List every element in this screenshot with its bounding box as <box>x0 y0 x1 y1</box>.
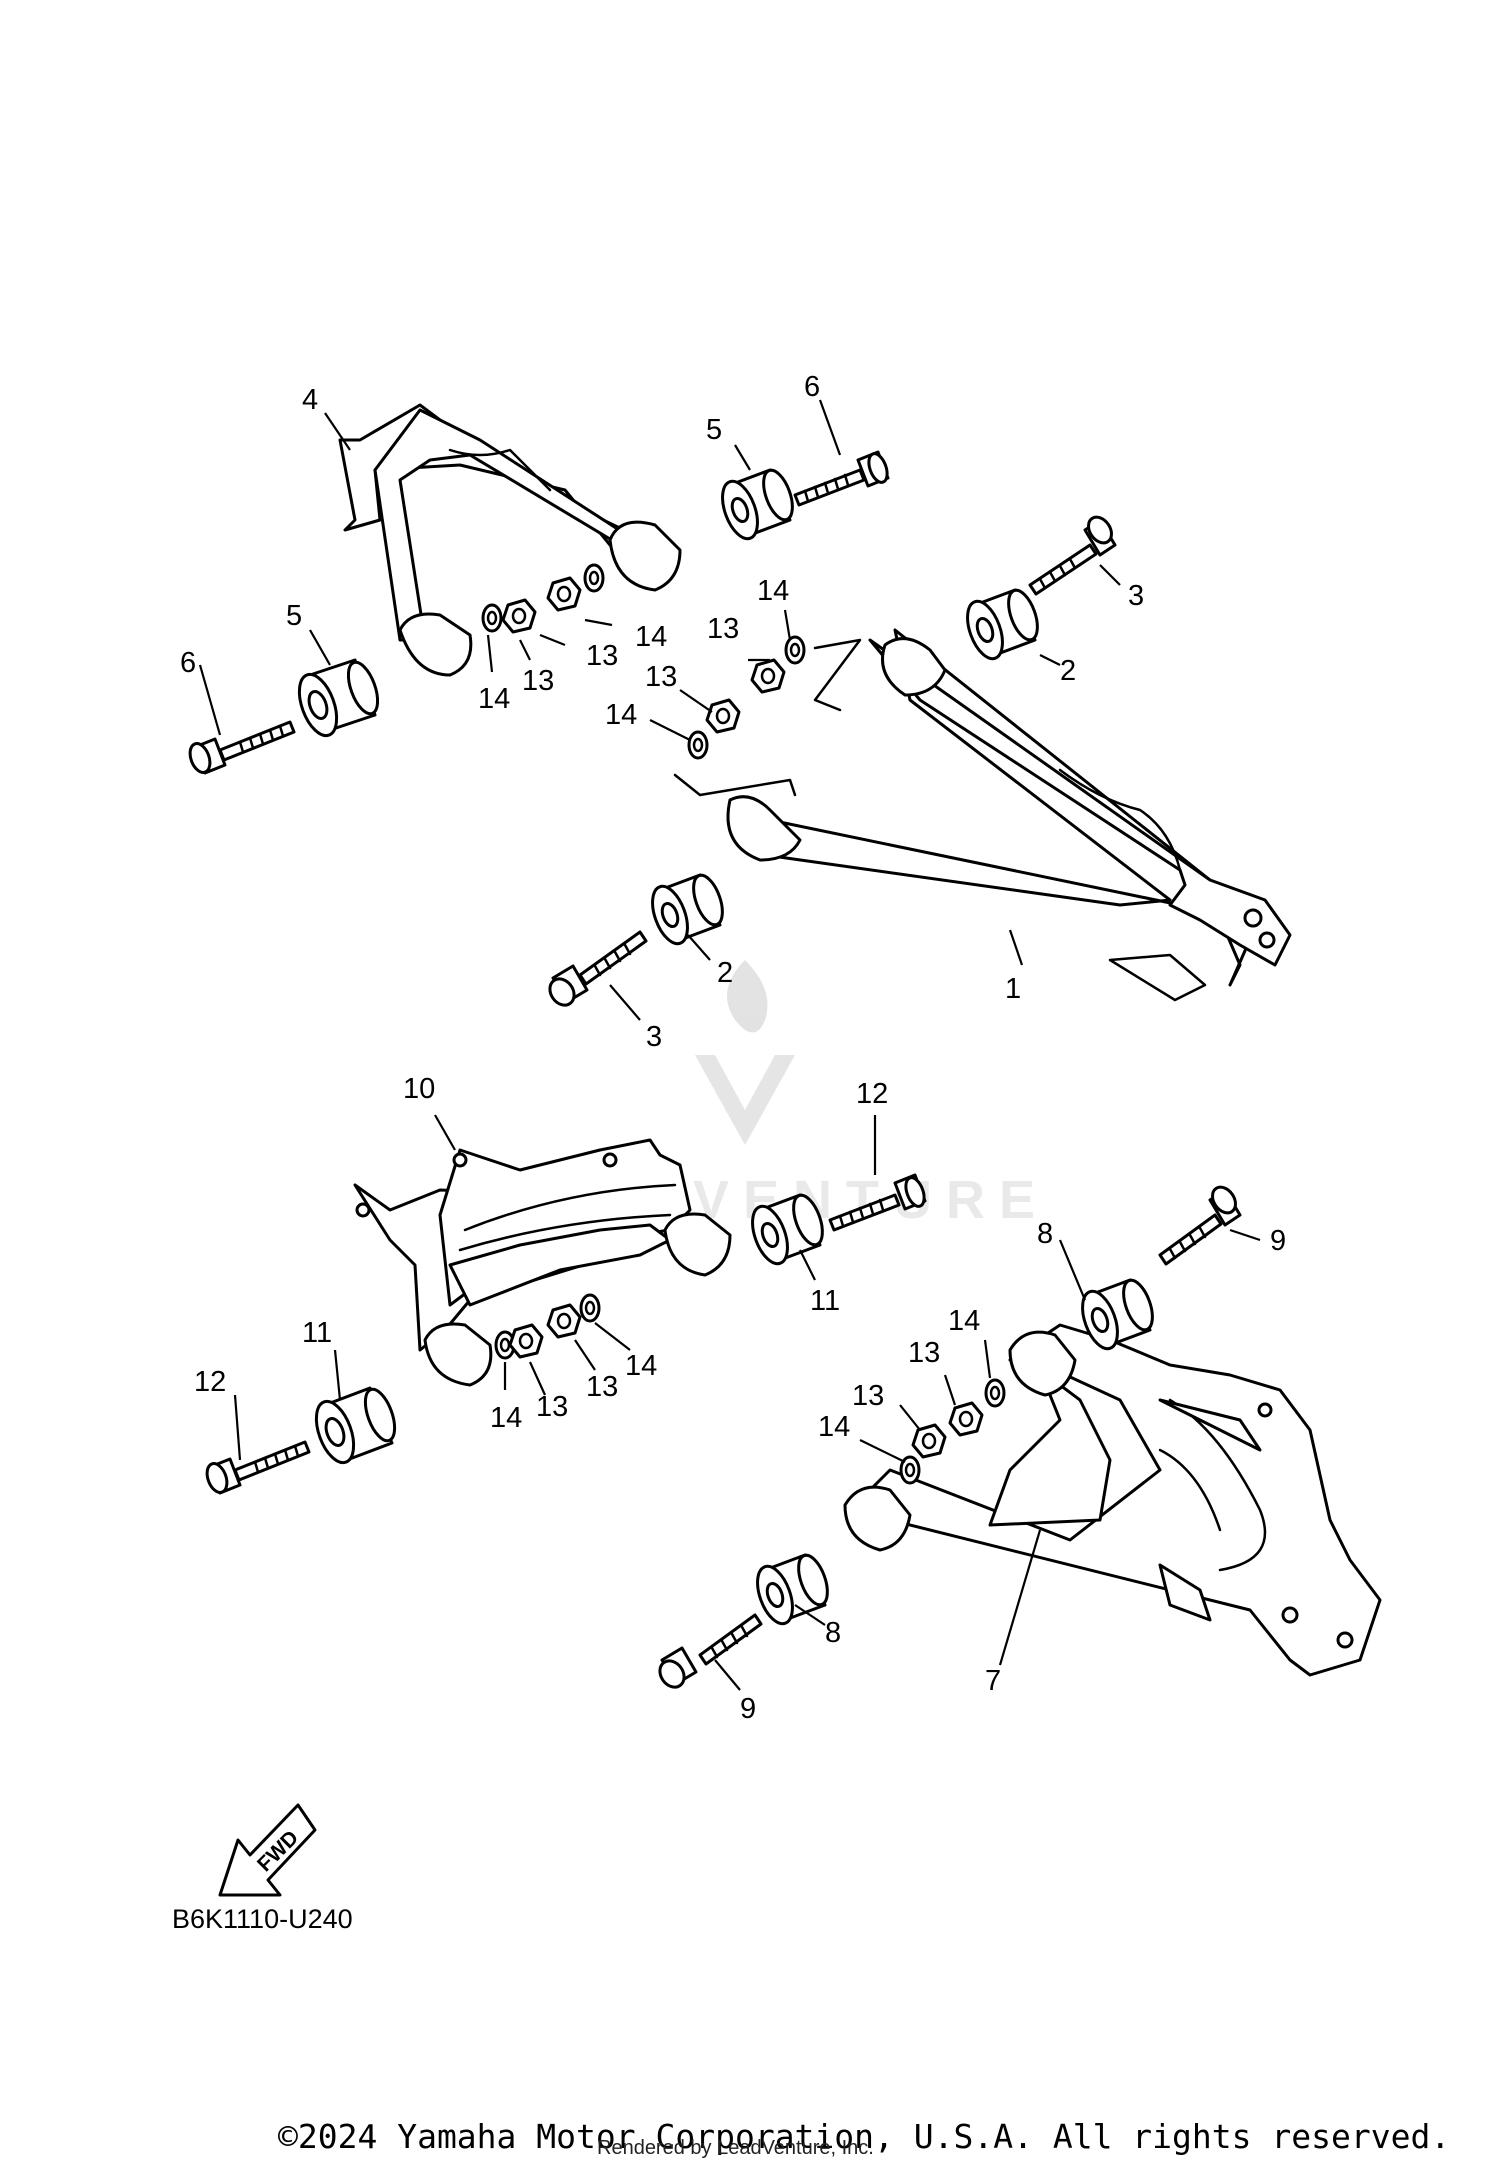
callout-1: 1 <box>1005 973 1021 1005</box>
callout-12: 12 <box>856 1078 888 1110</box>
leader-lines <box>198 399 1261 1691</box>
callout-12: 12 <box>194 1366 226 1398</box>
callout-13: 13 <box>522 665 554 697</box>
lower-arm-7 <box>843 1323 1382 1677</box>
flame-logo-icon <box>727 960 768 1033</box>
callout-2: 2 <box>717 957 733 989</box>
callout-13: 13 <box>586 640 618 672</box>
bushing-8-upper <box>1081 1278 1154 1351</box>
bushing-5-right <box>721 468 794 541</box>
bolt-9-upper <box>1158 1185 1242 1266</box>
callout-14: 14 <box>635 621 667 653</box>
bushing-11-right <box>751 1193 824 1266</box>
callout-14: 14 <box>757 575 789 607</box>
callout-5: 5 <box>706 414 722 446</box>
bushing-2-upper <box>966 588 1039 661</box>
bolt-12-right <box>828 1173 927 1232</box>
callout-2: 2 <box>1060 655 1076 687</box>
nut-washer-set-upper <box>481 563 862 797</box>
callout-13: 13 <box>852 1380 884 1412</box>
upper-arm-4 <box>338 403 682 677</box>
diagram-code: B6K1110-U240 <box>172 1904 353 1934</box>
callout-14: 14 <box>490 1402 522 1434</box>
callout-13: 13 <box>908 1337 940 1369</box>
callout-13: 13 <box>707 613 739 645</box>
upper-arm-1 <box>726 628 1292 1002</box>
callout-9: 9 <box>740 1693 756 1725</box>
callout-14: 14 <box>818 1411 850 1443</box>
callout-5: 5 <box>286 600 302 632</box>
callout-9: 9 <box>1270 1225 1286 1257</box>
bushing-2-lower <box>651 873 724 946</box>
callout-7: 7 <box>985 1665 1001 1697</box>
callout-14: 14 <box>478 683 510 715</box>
v-logo-icon <box>695 1055 795 1145</box>
callout-4: 4 <box>302 384 318 416</box>
nut-washer-set-lower <box>494 1293 1006 1485</box>
bushing-5-left <box>297 658 380 738</box>
bushing-8-lower <box>756 1553 829 1626</box>
bolt-3-lower <box>548 930 648 1007</box>
callout-13: 13 <box>536 1391 568 1423</box>
callout-13: 13 <box>645 661 677 693</box>
copyright-notice: ©2024 Yamaha Motor Corporation, U.S.A. A… <box>278 2117 1450 2156</box>
callout-6: 6 <box>180 647 196 679</box>
fwd-arrow-icon: FWD <box>218 1803 317 1897</box>
lower-arm-10 <box>353 1138 732 1387</box>
callout-3: 3 <box>646 1021 662 1053</box>
callout-11: 11 <box>302 1317 332 1349</box>
callout-13: 13 <box>586 1371 618 1403</box>
callouts: 1 2 2 3 3 4 5 5 6 6 13 13 13 13 14 14 14… <box>180 371 1286 1725</box>
bolt-3-upper <box>1028 515 1117 596</box>
bushing-11-left <box>314 1386 397 1465</box>
callout-6: 6 <box>804 371 820 403</box>
bolt-6-left <box>188 720 296 775</box>
callout-14: 14 <box>605 699 637 731</box>
callout-8: 8 <box>1037 1218 1053 1250</box>
bolt-12-left <box>205 1440 311 1495</box>
callout-8: 8 <box>825 1617 841 1649</box>
callout-14: 14 <box>625 1350 657 1382</box>
bolt-9-lower <box>658 1613 763 1689</box>
callout-10: 10 <box>403 1073 435 1105</box>
bolt-6-right <box>793 450 890 507</box>
callout-14: 14 <box>948 1305 980 1337</box>
callout-11: 11 <box>810 1285 840 1317</box>
rendered-by: Rendered by LeadVenture, Inc. <box>597 2137 874 2159</box>
callout-3: 3 <box>1128 580 1144 612</box>
